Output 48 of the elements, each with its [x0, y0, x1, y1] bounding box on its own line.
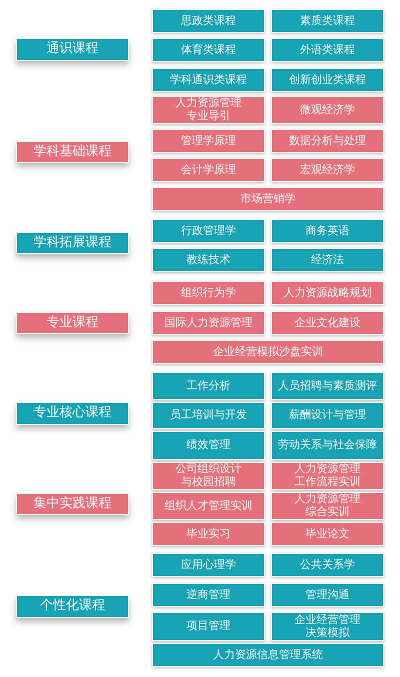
course-card: 人力资源管理综合实训	[271, 492, 384, 520]
course-card: 逆商管理	[152, 583, 265, 607]
course-card: 薪酬设计与管理	[271, 402, 384, 429]
course-card: 公共关系学	[271, 553, 384, 577]
course-card: 行政管理学	[152, 219, 265, 243]
course-card: 绩效管理	[152, 431, 265, 460]
course-card: 国际人力资源管理	[152, 311, 265, 335]
category-banner: 学科拓展课程	[16, 232, 129, 254]
course-card: 人力资源信息管理系统	[152, 643, 384, 667]
course-card: 微观经济学	[271, 96, 384, 124]
course-card: 管理沟通	[271, 583, 384, 607]
course-card: 企业经营管理决策模拟	[271, 612, 384, 641]
course-card: 思政类课程	[152, 9, 265, 33]
course-card: 管理学原理	[152, 129, 265, 153]
course-card: 企业文化建设	[271, 311, 384, 335]
course-card: 应用心理学	[152, 553, 265, 577]
category-banner: 专业课程	[16, 312, 129, 334]
course-card: 学科通识类课程	[152, 68, 265, 92]
course-card: 毕业论文	[271, 522, 384, 546]
course-card: 组织行为学	[152, 281, 265, 305]
course-card: 劳动关系与社会保障	[271, 431, 384, 460]
course-card: 组织人才管理实训	[152, 492, 265, 520]
course-card: 宏观经济学	[271, 158, 384, 182]
course-card: 商务英语	[271, 219, 384, 243]
course-card: 人力资源管理专业导引	[152, 96, 265, 124]
course-card: 人员招聘与素质测评	[271, 372, 384, 400]
course-card: 素质类课程	[271, 9, 384, 33]
course-card: 经济法	[271, 248, 384, 272]
course-card: 外语类课程	[271, 38, 384, 62]
course-card: 市场营销学	[152, 187, 384, 211]
course-card: 项目管理	[152, 612, 265, 641]
course-card: 公司组织设计与校园招聘	[152, 462, 265, 490]
course-card: 教练技术	[152, 248, 265, 272]
course-card: 人力资源战略规划	[271, 281, 384, 305]
course-card: 毕业实习	[152, 522, 265, 546]
course-card: 企业经营模拟沙盘实训	[152, 340, 384, 364]
course-card: 数据分析与处理	[271, 129, 384, 153]
course-card: 人力资源管理工作流程实训	[271, 462, 384, 490]
category-banner: 学科基础课程	[16, 141, 129, 163]
course-card: 员工培训与开发	[152, 402, 265, 429]
category-banner: 通识课程	[16, 38, 129, 61]
category-banner: 集中实践课程	[16, 493, 129, 515]
course-card: 工作分析	[152, 372, 265, 400]
course-card: 创新创业类课程	[271, 68, 384, 92]
course-card: 体育类课程	[152, 38, 265, 62]
course-card: 会计学原理	[152, 158, 265, 182]
category-banner: 个性化课程	[16, 595, 129, 618]
category-banner: 专业核心课程	[16, 402, 129, 425]
